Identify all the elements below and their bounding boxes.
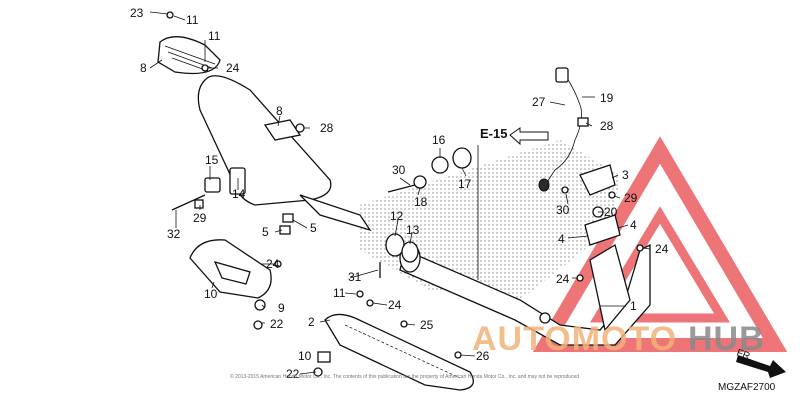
callout-17: 18 xyxy=(414,195,428,209)
muffler-end-cap xyxy=(157,36,221,75)
copyright-fine-print: © 2013-2015 American Honda Motor Co., In… xyxy=(230,373,579,380)
callout-18: 19 xyxy=(600,91,614,105)
o2-sensor-harness xyxy=(538,67,589,192)
bracket xyxy=(579,164,621,246)
gaskets xyxy=(431,147,472,174)
callout-23: 24 xyxy=(226,61,240,75)
callout-6: 8 xyxy=(276,104,283,118)
diagram-code: MGZAF2700 xyxy=(718,382,776,393)
muffler-body xyxy=(197,75,372,232)
callout-16-b: 17 xyxy=(458,177,472,191)
callout-4-b: 4 xyxy=(558,232,565,246)
callout-11-top: 11 xyxy=(186,13,199,27)
callout-19: 20 xyxy=(604,205,618,219)
callout-31: 31 xyxy=(348,270,362,284)
callout-8-a: 9 xyxy=(278,301,285,315)
callout-4-a: 4 xyxy=(630,218,637,232)
callout-32: 32 xyxy=(167,227,181,241)
callout-25: 27 xyxy=(532,95,546,109)
watermark-text-auto: AUTOMOTO xyxy=(472,320,677,358)
heat-shield-lower xyxy=(324,313,474,391)
leader-lines xyxy=(149,11,651,375)
callout-2: 2 xyxy=(308,315,315,329)
callout-29-b: 30 xyxy=(556,203,570,217)
callout-15: 15 xyxy=(205,153,219,167)
callout-8-b: 10 xyxy=(298,349,312,363)
reference-label: E-15 xyxy=(480,126,507,141)
callout-9: 11 xyxy=(333,286,346,300)
pipe-joint-gaskets xyxy=(385,233,419,263)
callout-26: 28 xyxy=(600,119,614,133)
callout-1: 1 xyxy=(630,299,637,313)
callout-16-a: 16 xyxy=(432,133,446,147)
callout-5-left: 5 xyxy=(262,225,269,239)
callout-13: 13 xyxy=(406,223,420,237)
direction-label: FR. xyxy=(735,347,754,363)
fasteners xyxy=(166,11,644,377)
callout-numbers: 23 11 11 8 24 8 28 15 14 29 32 5 5 24 10… xyxy=(130,6,669,381)
callout-11-lower: 11 xyxy=(208,29,221,43)
callout-27: 28 xyxy=(320,121,334,135)
watermark-logo-text: AUTOMOTO HUB xyxy=(472,320,765,358)
reference-arrow: E-15 xyxy=(480,126,549,146)
callout-24-a: 24 xyxy=(266,257,280,271)
callout-21: 23 xyxy=(130,6,144,20)
callout-24-b: 24 xyxy=(388,298,402,312)
callout-30: 30 xyxy=(392,163,406,177)
watermark-text-hub: HUB xyxy=(688,320,765,358)
watermark-logo-triangles xyxy=(532,136,788,352)
heat-shield-upper xyxy=(189,239,272,299)
callout-29-a: 29 xyxy=(624,191,638,205)
callout-12: 12 xyxy=(390,209,404,223)
callout-3: 3 xyxy=(622,168,629,182)
callout-20-b: 22 xyxy=(286,367,300,381)
callout-28: 29 xyxy=(193,211,207,225)
callout-22-a: 24 xyxy=(655,242,669,256)
callout-14: 14 xyxy=(232,187,246,201)
callout-7: 8 xyxy=(140,61,147,75)
callout-20-a: 22 xyxy=(270,317,284,331)
callout-24-c: 25 xyxy=(420,318,434,332)
callout-5-right: 5 xyxy=(310,221,317,235)
front-direction-arrow: FR. xyxy=(735,347,786,378)
callout-24-d: 26 xyxy=(476,349,490,363)
exhaust-pipe xyxy=(399,243,651,346)
callout-10: 10 xyxy=(204,287,218,301)
callout-22-b: 24 xyxy=(556,272,570,286)
